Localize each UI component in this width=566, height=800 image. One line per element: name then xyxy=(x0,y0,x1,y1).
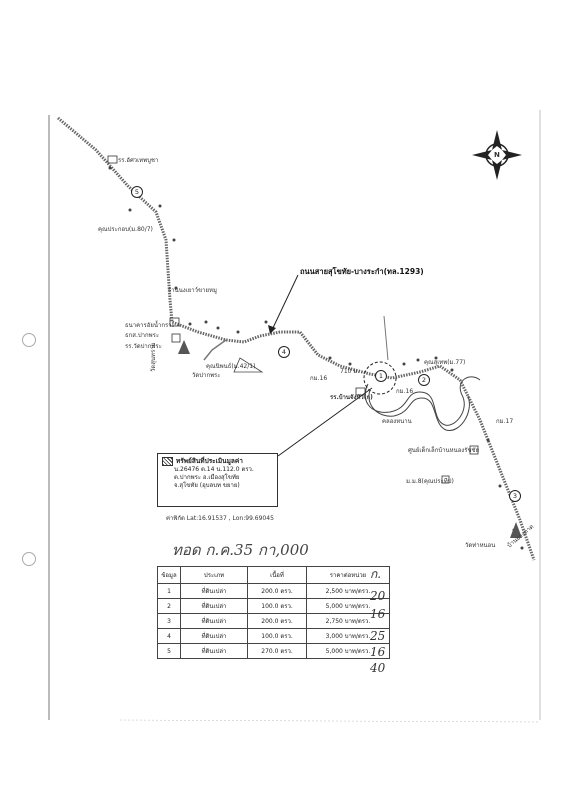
label-school-pakphra: รร.วัดปากพระ xyxy=(125,343,162,350)
marker-5: 5 xyxy=(131,186,143,198)
legend-line2: ต.ปากพระ อ.เมืองสุโขทัย xyxy=(174,474,240,481)
label-cooperative: ธกส.ปากพระ xyxy=(125,332,160,339)
label-temple-pakphra: วัดปากพระ xyxy=(192,372,221,379)
temple-icons xyxy=(178,340,522,538)
label-km16b: กม.16 xyxy=(396,388,414,395)
map-frame-bottom xyxy=(119,719,541,723)
legend-box: ทรัพย์สินที่ประเมินมูลค่า น.26476 ต.14 น… xyxy=(157,453,278,507)
label-kunsuthep: คุณสุเทพ(ม.77) xyxy=(424,359,466,366)
binder-hole xyxy=(22,333,36,347)
handwritten-side-value: 16 xyxy=(370,607,386,621)
handwritten-side-value: 25 xyxy=(370,629,386,643)
canal-2 xyxy=(368,389,470,431)
label-wat-nong: วัดท่าหนอน xyxy=(465,542,496,549)
road-label-arrow xyxy=(271,274,299,331)
marker-1: 1 xyxy=(375,370,387,382)
label-kunnipon: คุณนิพนธ์(ม.42/1) xyxy=(206,363,256,370)
leader-line xyxy=(277,387,373,457)
marker-3: 3 xyxy=(509,490,521,502)
handwritten-header: ทอด ก.ค.35 กา,000 xyxy=(172,541,309,559)
handwritten-side-top: ก. xyxy=(370,567,382,581)
label-school-nw: รร.อัศวเทพบูชา xyxy=(118,157,159,164)
road-southeast xyxy=(439,364,536,561)
subject-property-circle xyxy=(363,361,397,395)
hatch-pattern-icon xyxy=(162,457,173,466)
label-klong: คลองหนาน xyxy=(382,418,412,425)
col-header: ประเภท xyxy=(180,566,248,584)
branch-road-sw xyxy=(203,339,227,361)
legend-line3: จ.สุโขทัย (อุบลบท ขยาย) xyxy=(174,482,240,489)
legend-coordinates: ค่าพิกัด Lat:16.91537 , Lon:99.69045 xyxy=(166,515,274,522)
label-shop-moo: ร้านนงเยาว์ขายหมู xyxy=(168,287,217,294)
label-km17: กม.17 xyxy=(496,418,514,425)
triangle-marker xyxy=(233,357,264,373)
label-school-bankanna: รร.บ้านจังหัว(ก) xyxy=(330,394,373,401)
col-header: เนื้อที่ xyxy=(247,566,307,584)
arrowhead xyxy=(268,325,276,334)
table-header-row: ข้อมูล ประเภท เนื้อที่ ราคาต่อหน่วย xyxy=(157,566,390,584)
handwritten-side-value: 16 xyxy=(370,645,386,659)
label-kunprasan: คุณประกอบ(ม.80/7) xyxy=(98,226,153,233)
map-dots xyxy=(108,166,524,550)
binder-hole xyxy=(22,552,36,566)
legend-line1: น.26476 ต.14 น.112.0 ตรว. xyxy=(174,466,254,473)
canal xyxy=(364,376,481,426)
marker-2: 2 xyxy=(418,374,430,386)
north-letter: N xyxy=(494,151,500,159)
handwritten-side-value: 20 xyxy=(370,589,386,603)
col-header: ข้อมูล xyxy=(157,566,181,584)
label-bank: ธนาคารอัยน้ำกราะ xyxy=(125,322,175,329)
building-icons xyxy=(107,155,479,484)
north-spur xyxy=(383,315,389,361)
main-road xyxy=(57,116,441,380)
legend-title-row: ทรัพย์สินที่ประเมินมูลค่า xyxy=(162,457,273,466)
label-wat-sundaram: วัดสุนทราม xyxy=(150,342,157,372)
label-nursery: ศูนย์เด็กเล็กบ้านหนองรัชชัย xyxy=(408,447,480,454)
label-km16: กม.16 xyxy=(310,375,328,382)
handwritten-side-value: 40 xyxy=(370,661,386,675)
label-m710: 710 ม. xyxy=(340,368,360,375)
north-arrow-icon xyxy=(472,130,522,180)
label-moo8: ม.ม.8(คุณประทีป) xyxy=(406,478,454,485)
road-label: ถนนสายสุโขทัย-บางระกำ(ทล.1293) xyxy=(300,267,424,276)
marker-4: 4 xyxy=(278,346,290,358)
legend-title: ทรัพย์สินที่ประเมินมูลค่า xyxy=(176,457,243,465)
